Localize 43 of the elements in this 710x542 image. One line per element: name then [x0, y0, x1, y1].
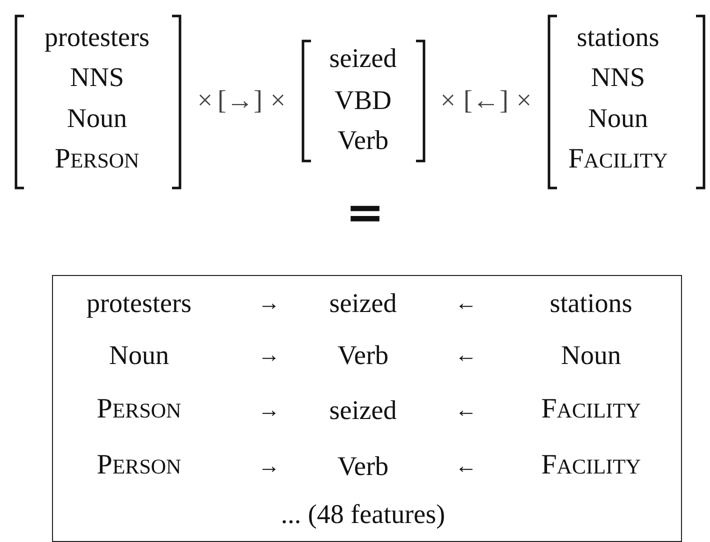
feature-text: protesters [44, 21, 150, 53]
feature-text: ... (48 features) [280, 498, 446, 530]
feature-text: PERSON [96, 450, 182, 482]
feature-text: stations [550, 287, 632, 319]
feature-vector [548, 15, 705, 189]
feature-text: NNS [591, 61, 645, 93]
arrow-symbol: → [258, 452, 280, 480]
direction-symbol: [←] [464, 84, 508, 116]
feature-text: FACILITY [541, 450, 641, 482]
feature-text: Noun [588, 102, 648, 134]
feature-text: seized [329, 42, 397, 74]
arrow-symbol: ← [455, 289, 477, 317]
direction-symbol: [→] [218, 84, 262, 116]
operator: × [197, 84, 213, 116]
feature-text: Noun [109, 339, 169, 371]
arrow-symbol: ← [455, 452, 477, 480]
feature-text: Verb [338, 124, 388, 156]
feature-text: PERSON [96, 394, 182, 426]
feature-text: VBD [334, 84, 392, 116]
feature-text: Noun [561, 339, 621, 371]
feature-text: FACILITY [541, 394, 641, 426]
feature-text: Verb [338, 450, 388, 482]
operator: × [516, 84, 532, 116]
feature-text: seized [329, 287, 397, 319]
arrow-symbol: → [258, 396, 280, 424]
feature-text: PERSON [54, 144, 140, 176]
feature-text: FACILITY [568, 144, 668, 176]
operator: × [440, 84, 456, 116]
feature-text: Noun [67, 102, 127, 134]
arrow-symbol: → [258, 289, 280, 317]
feature-text: seized [329, 394, 397, 426]
arrow-symbol: ← [455, 396, 477, 424]
equals-sign: = [346, 196, 384, 228]
feature-text: Verb [338, 339, 388, 371]
feature-vector [302, 40, 425, 162]
operator: × [270, 84, 286, 116]
feature-text: stations [576, 21, 660, 53]
feature-vector [15, 15, 181, 189]
feature-text: NNS [70, 61, 124, 93]
arrow-symbol: → [258, 341, 280, 369]
feature-text: protesters [86, 287, 192, 319]
arrow-symbol: ← [455, 341, 477, 369]
feature-table [52, 275, 682, 542]
